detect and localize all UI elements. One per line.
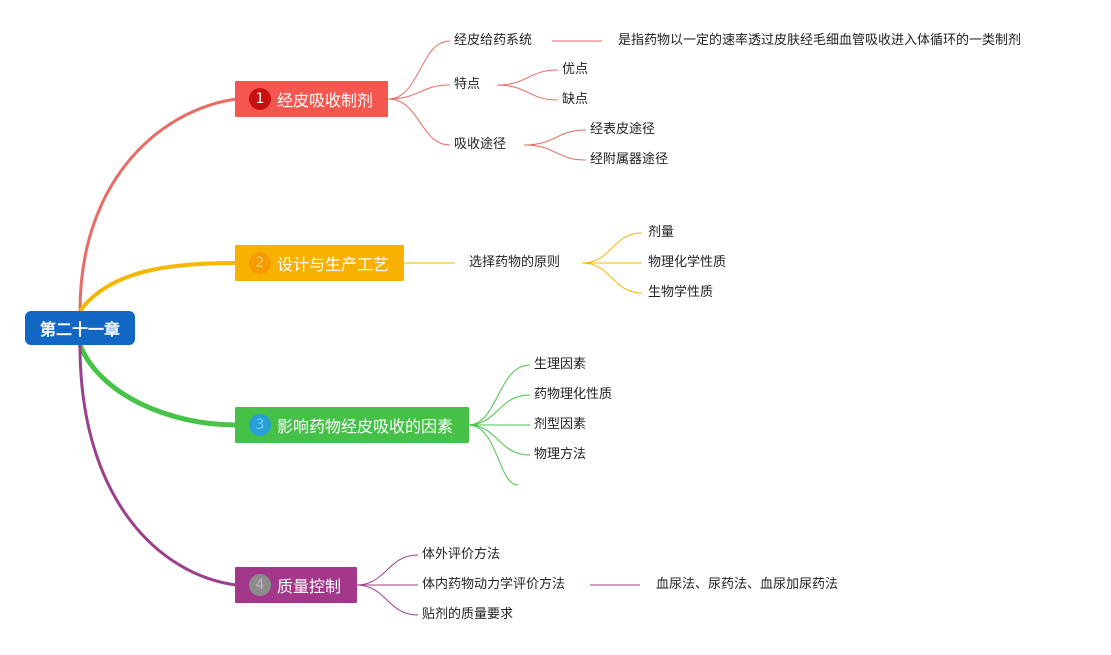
topic-features[interactable]: 特点 bbox=[454, 77, 481, 92]
branch-absorption-factors[interactable]: 3 影响药物经皮吸收的因素 bbox=[235, 407, 469, 443]
root-branch1-link bbox=[78, 97, 237, 312]
b2-link-bio bbox=[581, 262, 643, 294]
root-branch2-link bbox=[78, 261, 237, 313]
b4-link-patch bbox=[355, 584, 419, 616]
branch-quality-control[interactable]: 4 质量控制 bbox=[235, 567, 357, 603]
b1-link-route bbox=[387, 98, 451, 146]
topic-dosage-form-factors[interactable]: 剂型因素 bbox=[534, 417, 587, 432]
topic-in-vitro-evaluation[interactable]: 体外评价方法 bbox=[422, 547, 501, 562]
branch-number-badge: 3 bbox=[249, 414, 271, 436]
b1-link-system bbox=[387, 40, 451, 100]
b1-link-cons bbox=[496, 84, 559, 101]
topic-physiological-factors[interactable]: 生理因素 bbox=[534, 357, 587, 372]
topic-urine-methods[interactable]: 血尿法、尿药法、血尿加尿药法 bbox=[656, 577, 839, 592]
branch-number-badge: 1 bbox=[249, 88, 271, 110]
topic-absorption-route[interactable]: 吸收途径 bbox=[454, 137, 507, 152]
topic-physical-methods[interactable]: 物理方法 bbox=[534, 447, 587, 462]
topic-drug-physchem[interactable]: 药物理化性质 bbox=[534, 387, 613, 402]
topic-physchem-properties[interactable]: 物理化学性质 bbox=[648, 255, 727, 270]
b1-link-pros bbox=[496, 69, 559, 86]
b4-link-invitro bbox=[355, 554, 419, 586]
branch-design-production[interactable]: 2 设计与生产工艺 bbox=[235, 245, 404, 281]
branch-number-badge: 4 bbox=[249, 574, 271, 596]
branch-label: 影响药物经皮吸收的因素 bbox=[277, 417, 454, 436]
topic-definition[interactable]: 是指药物以一定的速率透过皮肤经毛细血管吸收进入体循环的一类制剂 bbox=[618, 33, 1022, 48]
b1-link-route-skin bbox=[523, 129, 587, 146]
b1-link-features bbox=[387, 84, 451, 100]
branch-label: 经皮吸收制剂 bbox=[277, 91, 374, 110]
topic-drug-selection-principle[interactable]: 选择药物的原则 bbox=[469, 255, 561, 270]
root-topic[interactable]: 第二十一章 bbox=[25, 311, 135, 345]
topic-route-appendage[interactable]: 经附属器途径 bbox=[590, 152, 669, 167]
branch-number-badge: 2 bbox=[249, 252, 271, 274]
topic-in-vivo-pk-evaluation[interactable]: 体内药物动力学评价方法 bbox=[422, 577, 566, 592]
b3-link-method bbox=[467, 424, 531, 456]
topic-dose[interactable]: 剂量 bbox=[648, 225, 675, 240]
topic-biological-properties[interactable]: 生物学性质 bbox=[648, 285, 714, 300]
b1-link-route-app bbox=[523, 144, 587, 161]
topic-pros[interactable]: 优点 bbox=[562, 62, 589, 77]
root-branch4-link bbox=[78, 344, 237, 587]
b2-link-dose bbox=[581, 232, 643, 264]
branch-label: 质量控制 bbox=[277, 577, 342, 596]
topic-patch-quality[interactable]: 贴剂的质量要求 bbox=[422, 607, 514, 622]
root-branch3-link bbox=[77, 344, 237, 428]
topic-route-epidermis[interactable]: 经表皮途径 bbox=[590, 122, 656, 137]
branch-transdermal-preparation[interactable]: 1 经皮吸收制剂 bbox=[235, 81, 388, 117]
b3-link-drug-prop bbox=[467, 394, 531, 426]
branch-label: 设计与生产工艺 bbox=[277, 255, 390, 274]
b3-link-empty bbox=[467, 424, 519, 486]
topic-cons[interactable]: 缺点 bbox=[562, 92, 589, 107]
topic-transdermal-system[interactable]: 经皮给药系统 bbox=[454, 33, 533, 48]
b3-link-phys bbox=[467, 364, 531, 426]
